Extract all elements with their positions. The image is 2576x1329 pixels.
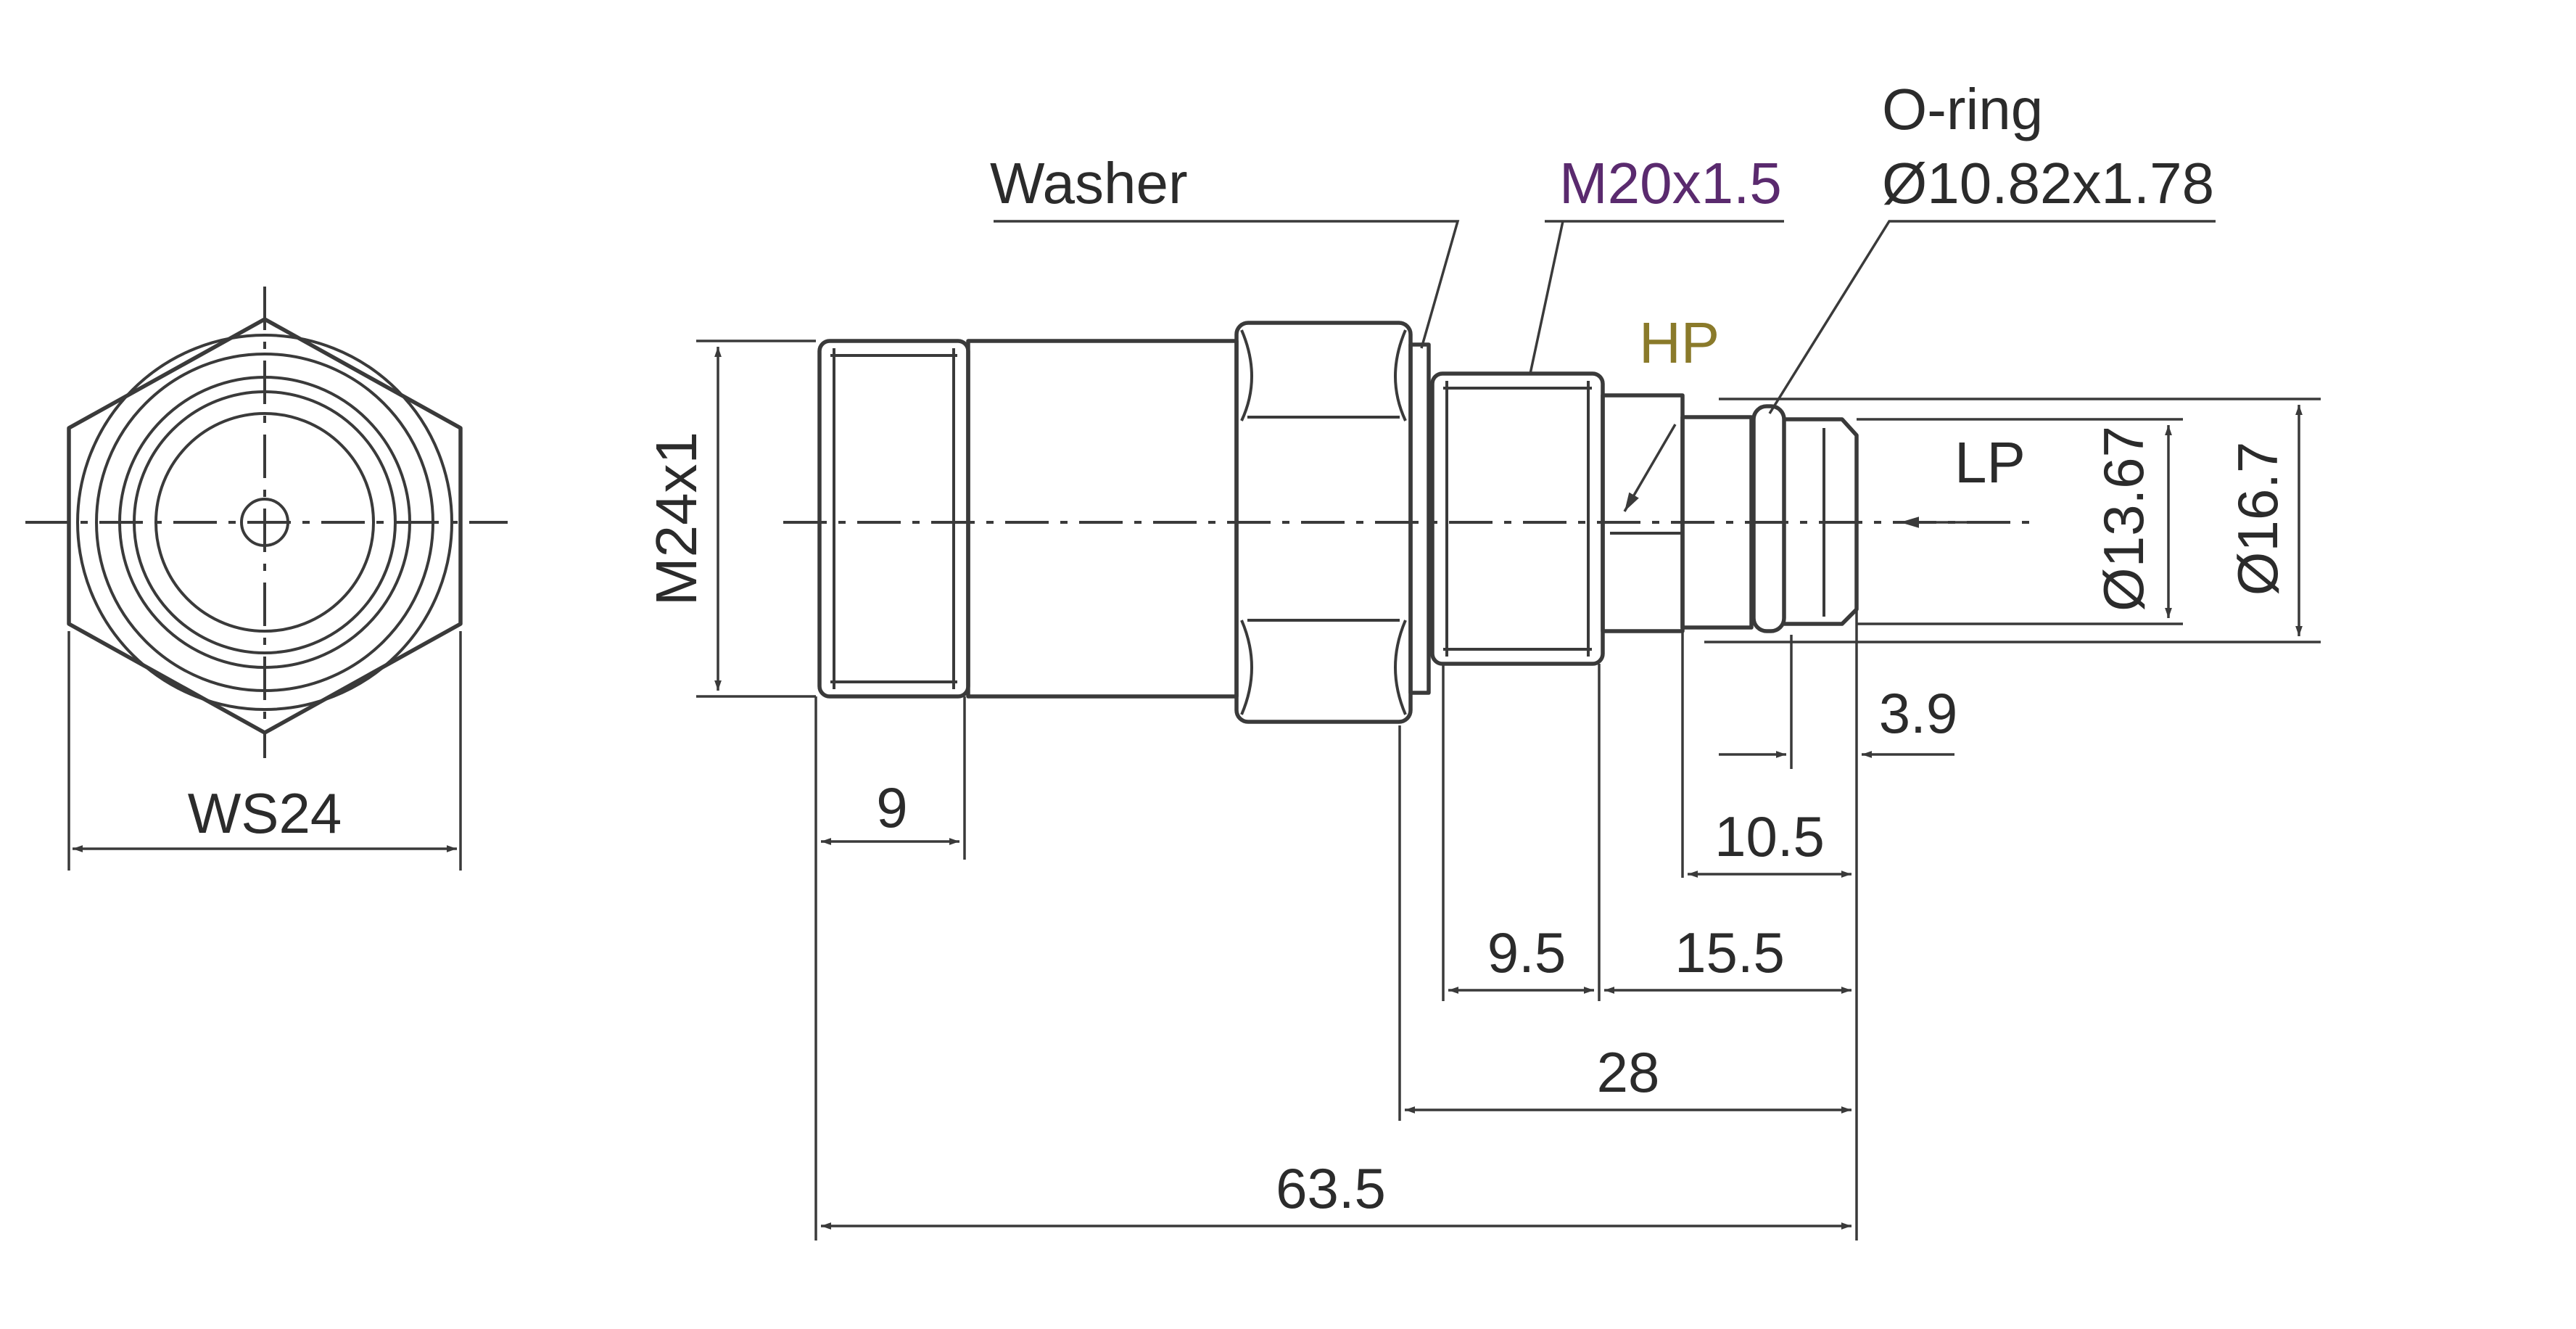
hex-nut-curve-1 (1240, 329, 1253, 421)
hex-nut-curve-4 (1394, 620, 1407, 715)
o-ring (1751, 404, 1786, 633)
body (966, 339, 1239, 699)
end-view-hex: WS24 (25, 287, 508, 871)
label-m20x1-5: M20x1.5 (1559, 151, 1782, 215)
thread-m24 (817, 339, 970, 699)
label-lp: LP (1954, 430, 2026, 495)
dim-63-5: 63.5 (1276, 1156, 1386, 1220)
washer (1408, 342, 1431, 695)
side-view (696, 220, 2321, 1240)
hp-arrow (1623, 424, 1677, 512)
label-oring-size: Ø10.82x1.78 (1882, 151, 2214, 215)
dim-15-5: 15.5 (1675, 921, 1785, 984)
oring-leader (1768, 220, 2216, 414)
label-hp: HP (1639, 310, 1720, 375)
thread-m20 (1430, 371, 1605, 666)
dim-ws24: WS24 (188, 781, 342, 845)
dim-9: 9 (876, 775, 907, 839)
label-oring-title: O-ring (1882, 77, 2043, 141)
m20-leader-tail (1529, 221, 1564, 374)
dim-10-5: 10.5 (1714, 805, 1825, 868)
dim-3-9: 3.9 (1879, 681, 1957, 745)
dim-dia-13-67: Ø13.67 (2092, 426, 2155, 612)
label-m24x1: M24x1 (644, 432, 709, 606)
dim-28: 28 (1597, 1040, 1660, 1104)
washer-leader (994, 220, 1460, 349)
hex-nut-curve-3 (1394, 329, 1407, 421)
hex-nut-curve-2 (1240, 620, 1253, 715)
dim-dia-16-7: Ø16.7 (2226, 442, 2290, 596)
label-washer: Washer (990, 151, 1188, 215)
dim-9-5: 9.5 (1487, 921, 1566, 984)
